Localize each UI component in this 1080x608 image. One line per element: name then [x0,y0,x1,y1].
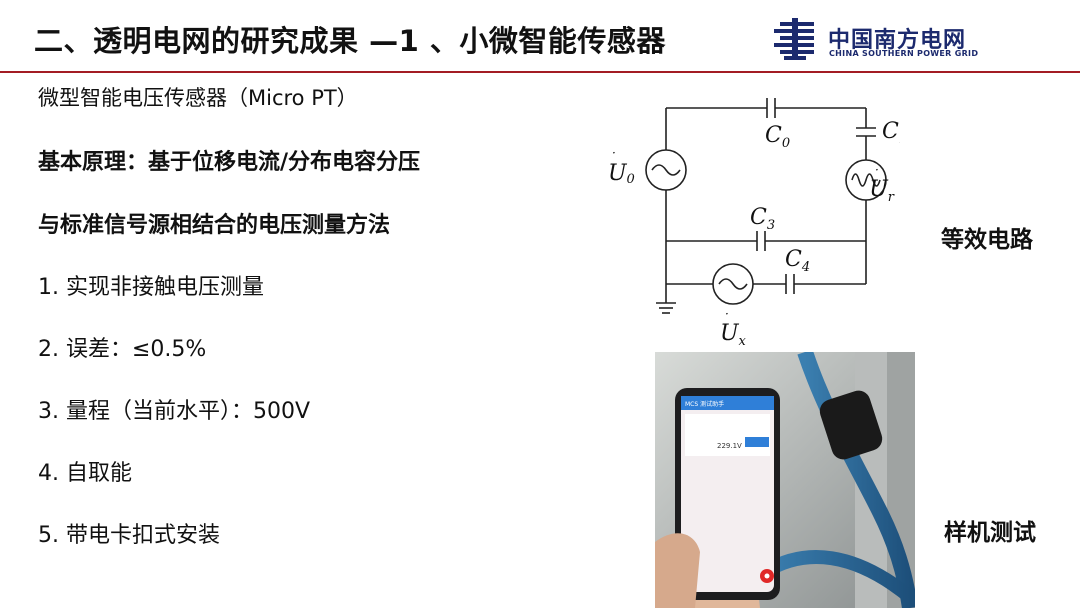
prototype-test-caption: 样机测试 [944,520,1036,546]
equivalent-circuit-caption: 等效电路 [941,227,1033,253]
feature-item-1: 1. 实现非接触电压测量 [38,275,264,300]
equivalent-circuit-diagram: C0 C1 C3 C4 U0 · Ur · Ux · [608,98,900,349]
slide-title: 二、透明电网的研究成果 —1 、小微智能传感器 [34,24,666,58]
principle-line-2: 与标准信号源相结合的电压测量方法 [38,213,391,238]
csg-logo-icon [774,18,814,60]
logo-english-text: CHINA SOUTHERN POWER GRID [829,49,979,58]
feature-item-4: 4. 自取能 [38,461,132,486]
source-u0-label: U0 [608,161,635,187]
svg-text:·: · [725,307,729,321]
feature-item-2: 2. 误差：≤0.5% [38,337,207,362]
feature-item-3: 3. 量程（当前水平）：500V [38,399,311,424]
principle-line-1: 基本原理：基于位移电流/分布电容分压 [38,150,421,175]
logo-chinese-text: 中国南方电网 [828,28,967,53]
capacitor-c0-label: C0 [765,123,790,151]
source-ux-label: Ux [720,321,747,349]
company-logo: 中国南方电网 CHINA SOUTHERN POWER GRID [770,18,980,60]
prototype-test-photo: MCS 测试助手 229.1V [655,352,915,608]
feature-item-5: 5. 带电卡扣式安装 [38,523,220,548]
voltage-reading: 229.1V [717,442,742,450]
slide-header: 二、透明电网的研究成果 —1 、小微智能传感器 中国南方电网 CHINA SOU… [0,0,1080,73]
capacitor-c3-label: C3 [750,205,775,233]
capacitor-c4-label: C4 [785,247,810,275]
header-divider [0,71,1080,73]
app-title: MCS 测试助手 [685,400,724,408]
svg-text:·: · [875,163,879,177]
source-ur-label: Ur [869,177,895,205]
capacitor-c1-label: C1 [882,119,900,147]
svg-text:·: · [612,146,616,160]
sensor-subtitle: 微型智能电压传感器（Micro PT） [38,86,358,110]
